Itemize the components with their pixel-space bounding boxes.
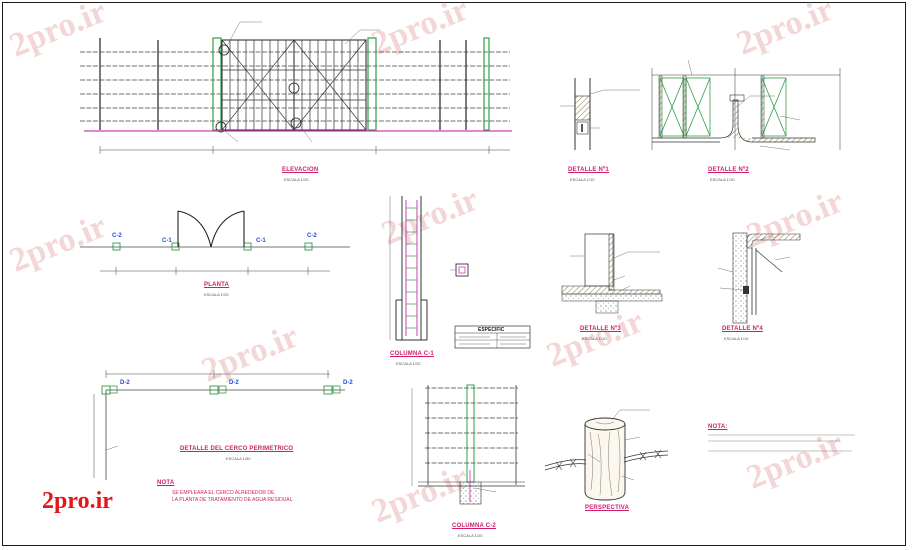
detail-3 [561, 233, 663, 314]
elevation-view [80, 21, 512, 154]
note-line-2: LA PLANTA DE TRATAMIENTO DE AGUA RESIDUA… [172, 497, 294, 503]
fence-label-d2-1: D-2 [120, 380, 130, 386]
plan-label-c2-right: C-2 [307, 233, 317, 239]
column-c1-detail [389, 196, 469, 341]
perimeter-fence-title: DETALLE DEL CERCO PERIMETRICO [180, 446, 294, 452]
detail-3-title: DETALLE Nº3 [580, 326, 621, 332]
site-logo: 2pro.ir [42, 488, 113, 514]
detail-1 [560, 78, 640, 150]
column-c2-scale: ESCALA 1/20 [458, 533, 483, 538]
column-c1-title: COLUMNA C-1 [390, 351, 434, 357]
plan-label-c1-right: C-1 [256, 238, 266, 244]
detail-2-title: DETALLE Nº2 [708, 167, 749, 173]
detail-2-scale: ESCALA 1/10 [710, 177, 735, 182]
note-title: NOTA [157, 480, 175, 486]
column-c2-detail [411, 384, 525, 505]
perspective-title: PERSPECTIVA [585, 505, 630, 511]
column-c1-scale: ESCALA 1/20 [396, 361, 421, 366]
fence-label-d2-3: D-2 [343, 380, 353, 386]
column-c2-title: COLUMNA C-2 [452, 523, 496, 529]
perimeter-fence-detail [93, 370, 345, 480]
elevation-scale: ESCALA 1/25 [284, 177, 309, 182]
detail-2 [651, 59, 841, 151]
specifications-table [454, 325, 531, 349]
plan-label-c2-left: C-2 [112, 233, 122, 239]
plan-title: PLANTA [204, 282, 230, 288]
plan-label-c1-left: C-1 [162, 238, 172, 244]
detail-4-scale: ESCALA 1/10 [724, 336, 749, 341]
perspective-view [544, 409, 669, 501]
plan-scale: ESCALA 1/25 [204, 292, 229, 297]
fence-label-d2-2: D-2 [229, 380, 239, 386]
plan-view [80, 210, 350, 275]
detail-3-scale: ESCALA 1/10 [582, 336, 607, 341]
detail-4-title: DETALLE Nº4 [722, 326, 763, 332]
note-line-1: SE EMPLEARA EL CERCO ALREDEDOR DE [172, 490, 275, 496]
detail-1-title: DETALLE Nº1 [568, 167, 609, 173]
detail-1-scale: ESCALA 1/10 [570, 177, 595, 182]
right-note-title: NOTA: [708, 424, 728, 430]
detail-4 [717, 232, 801, 324]
elevation-title: ELEVACION [282, 167, 319, 173]
perimeter-fence-scale: ESCALA 1/50 [226, 456, 251, 461]
right-note-text-lines [708, 434, 855, 452]
specifications-table-title: ESPECIFIC [478, 327, 505, 333]
